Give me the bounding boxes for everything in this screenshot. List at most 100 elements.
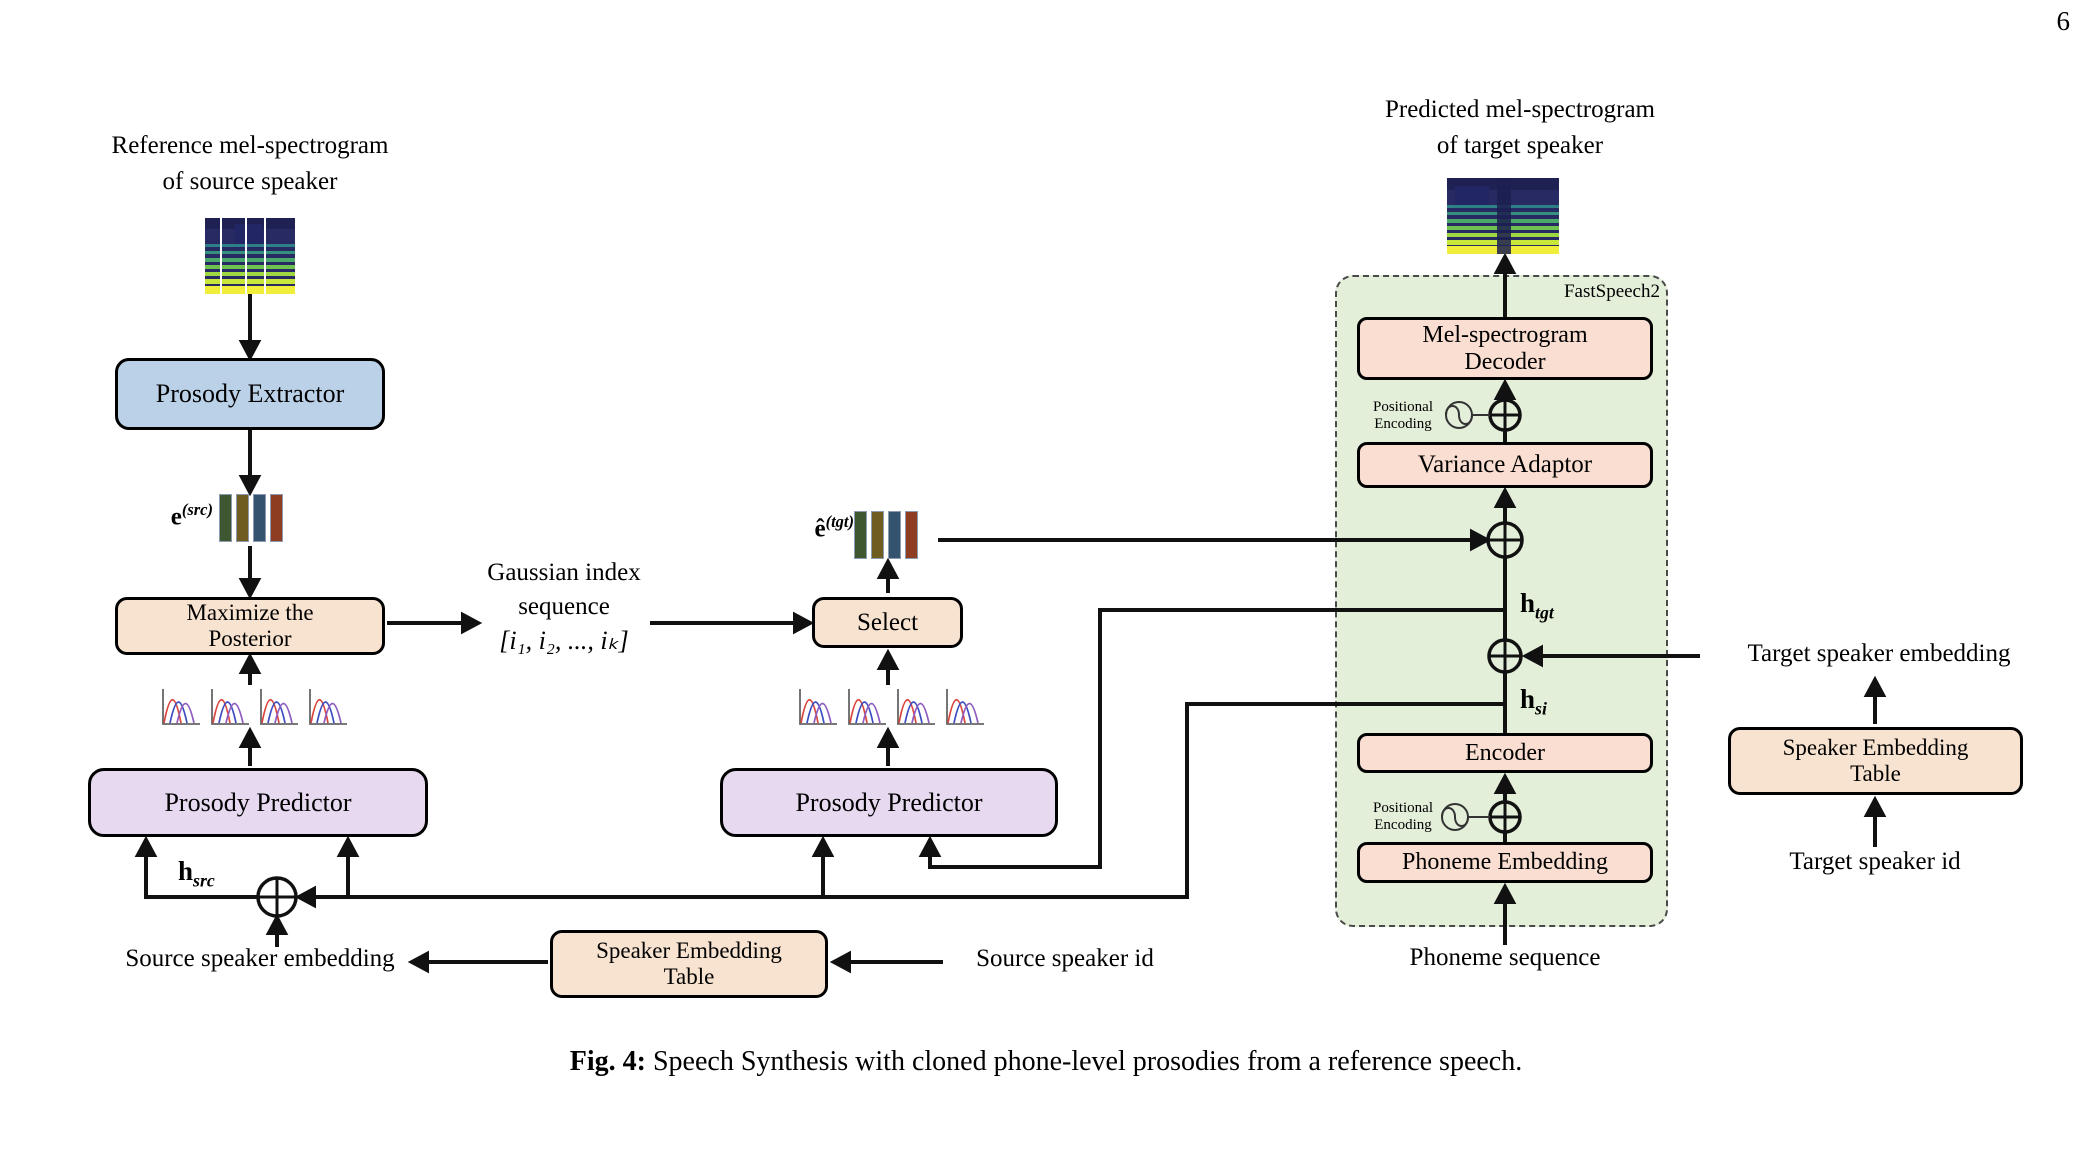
h-si-subscript: si bbox=[1535, 698, 1547, 719]
select-box: Select bbox=[812, 597, 963, 648]
gaussian-plot bbox=[799, 689, 837, 725]
arrow-extractor-to-embedding bbox=[238, 430, 262, 497]
line-hsi-feedback bbox=[294, 702, 1505, 909]
gaussian-index-line1: Gaussian index bbox=[487, 559, 641, 586]
arrow-target-id-to-table bbox=[1863, 795, 1887, 847]
plus-circle-prosody bbox=[1486, 521, 1524, 559]
caption-prefix: Fig. 4: bbox=[569, 1046, 646, 1077]
embedding-bar bbox=[905, 511, 918, 559]
h-tgt-base: h bbox=[1520, 588, 1536, 618]
gaussian-distribution-icon bbox=[256, 686, 300, 733]
arrow-table-to-target-embedding bbox=[1863, 675, 1887, 724]
arrow-phoneme-sequence-to-embedding bbox=[1493, 882, 1517, 945]
gaussian-distribution-icon bbox=[795, 686, 839, 733]
gaussian-plot bbox=[162, 689, 200, 725]
embedding-bar bbox=[854, 511, 867, 559]
embedding-bar bbox=[888, 511, 901, 559]
gaussian-plot bbox=[946, 689, 984, 725]
embedding-bar bbox=[270, 494, 283, 542]
plus-circle-positional-top bbox=[1488, 398, 1522, 432]
embedding-bars-source bbox=[219, 494, 283, 542]
gaussian-row-target bbox=[795, 686, 986, 733]
arrow-decoder-to-predicted-spectrogram bbox=[1493, 252, 1517, 317]
arrow-maximize-to-index-sequence bbox=[387, 611, 483, 635]
arrow-spectrogram-to-prosody-extractor bbox=[238, 294, 262, 362]
positional-encoding-top-label: Positional Encoding bbox=[1372, 399, 1433, 432]
h-tgt-label: htgt bbox=[1520, 588, 1554, 623]
gaussian-distribution-icon bbox=[305, 686, 349, 733]
sine-wave-icon-top bbox=[1445, 401, 1490, 429]
e-src-base: e bbox=[170, 503, 182, 531]
arrow-gaussians-to-select bbox=[876, 648, 900, 685]
prosody-extractor-box: Prosody Extractor bbox=[115, 358, 385, 430]
arrow-gaussians-to-maximize bbox=[238, 652, 262, 685]
h-si-base: h bbox=[1520, 684, 1536, 714]
gaussian-plot bbox=[260, 689, 298, 725]
gaussian-distribution-icon bbox=[207, 686, 251, 733]
source-speaker-id-label: Source speaker id bbox=[976, 945, 1154, 972]
embedding-bars-target bbox=[854, 511, 918, 559]
speaker-embedding-table-target-box: Speaker Embedding Table bbox=[1728, 727, 2023, 795]
embedding-bar bbox=[253, 494, 266, 542]
embedding-bar bbox=[219, 494, 232, 542]
speaker-embedding-table-source-box: Speaker Embedding Table bbox=[550, 930, 828, 998]
arrow-source-embedding-to-plus bbox=[265, 913, 289, 947]
phoneme-embedding-box: Phoneme Embedding bbox=[1357, 842, 1653, 883]
page-number: 6 bbox=[2056, 6, 2071, 36]
embedding-bar bbox=[871, 511, 884, 559]
arrow-target-embedding-to-plus bbox=[1521, 644, 1700, 668]
fastspeech2-label: FastSpeech2 bbox=[1563, 281, 1660, 302]
source-speaker-embedding-label: Source speaker embedding bbox=[125, 945, 395, 972]
plus-circle-target-embedding bbox=[1487, 638, 1523, 674]
arrow-hsrc-into-predictor bbox=[134, 835, 262, 899]
arrow-embedding-to-maximize bbox=[238, 546, 262, 600]
arrow-select-to-etgt bbox=[876, 557, 900, 593]
gaussian-index-sequence-label: Gaussian index sequence [i₁, i₂, ..., iₖ… bbox=[448, 556, 680, 658]
source-header-line2: of source speaker bbox=[162, 168, 338, 195]
source-header-line1: Reference mel-spectrogram bbox=[111, 132, 389, 159]
h-si-label: hsi bbox=[1520, 684, 1547, 719]
arrow-index-sequence-to-select bbox=[650, 611, 815, 635]
gaussian-distribution-icon bbox=[158, 686, 202, 733]
plus-circle-hsrc bbox=[256, 876, 298, 918]
predicted-spectrogram-header: Predicted mel-spectrogram of target spea… bbox=[1330, 92, 1710, 164]
gaussian-plot bbox=[309, 689, 347, 725]
target-mel-spectrogram-image bbox=[1447, 178, 1559, 254]
h-src-base: h bbox=[178, 856, 194, 886]
mel-spectrogram-decoder-box: Mel-spectrogram Decoder bbox=[1357, 317, 1653, 380]
target-speaker-id-label: Target speaker id bbox=[1789, 848, 1961, 875]
maximize-posterior-box: Maximize the Posterior bbox=[115, 597, 385, 655]
gaussian-plot bbox=[897, 689, 935, 725]
prosody-predictor-target-box: Prosody Predictor bbox=[720, 768, 1058, 837]
source-mel-spectrogram-image bbox=[205, 218, 295, 294]
gaussian-row-source bbox=[158, 686, 349, 733]
arrow-predictor-to-gaussians-target bbox=[876, 726, 900, 766]
e-src-label: e(src) bbox=[125, 500, 213, 531]
gaussian-plot bbox=[211, 689, 249, 725]
figure-caption: Fig. 4: Speech Synthesis with cloned pho… bbox=[0, 1046, 2092, 1078]
caption-text: Speech Synthesis with cloned phone-level… bbox=[645, 1046, 1523, 1077]
predicted-header-line2: of target speaker bbox=[1436, 132, 1604, 159]
arrow-hsi-into-predictor-target bbox=[811, 835, 835, 896]
predicted-header-line1: Predicted mel-spectrogram bbox=[1384, 96, 1656, 123]
e-tgt-base: ê bbox=[814, 515, 826, 543]
e-tgt-superscript: (tgt) bbox=[825, 512, 854, 531]
embedding-bar bbox=[236, 494, 249, 542]
plus-circle-positional-bottom bbox=[1488, 800, 1522, 834]
h-src-subscript: src bbox=[193, 870, 215, 891]
gaussian-distribution-icon bbox=[942, 686, 986, 733]
gaussian-index-line2: sequence bbox=[518, 593, 610, 620]
arrow-predictor-to-gaussians-source bbox=[238, 726, 262, 766]
h-src-label: hsrc bbox=[178, 856, 215, 891]
target-speaker-embedding-label: Target speaker embedding bbox=[1747, 640, 2011, 667]
prosody-predictor-source-box: Prosody Predictor bbox=[88, 768, 428, 837]
arrow-table-to-source-embedding bbox=[407, 950, 548, 974]
gaussian-index-line3: [i₁, i₂, ..., iₖ] bbox=[499, 626, 629, 655]
arrow-source-id-to-table bbox=[829, 950, 943, 974]
line-htgt-feedback bbox=[918, 608, 1505, 869]
gaussian-distribution-icon bbox=[893, 686, 937, 733]
gaussian-distribution-icon bbox=[844, 686, 888, 733]
variance-adaptor-box: Variance Adaptor bbox=[1357, 442, 1653, 488]
